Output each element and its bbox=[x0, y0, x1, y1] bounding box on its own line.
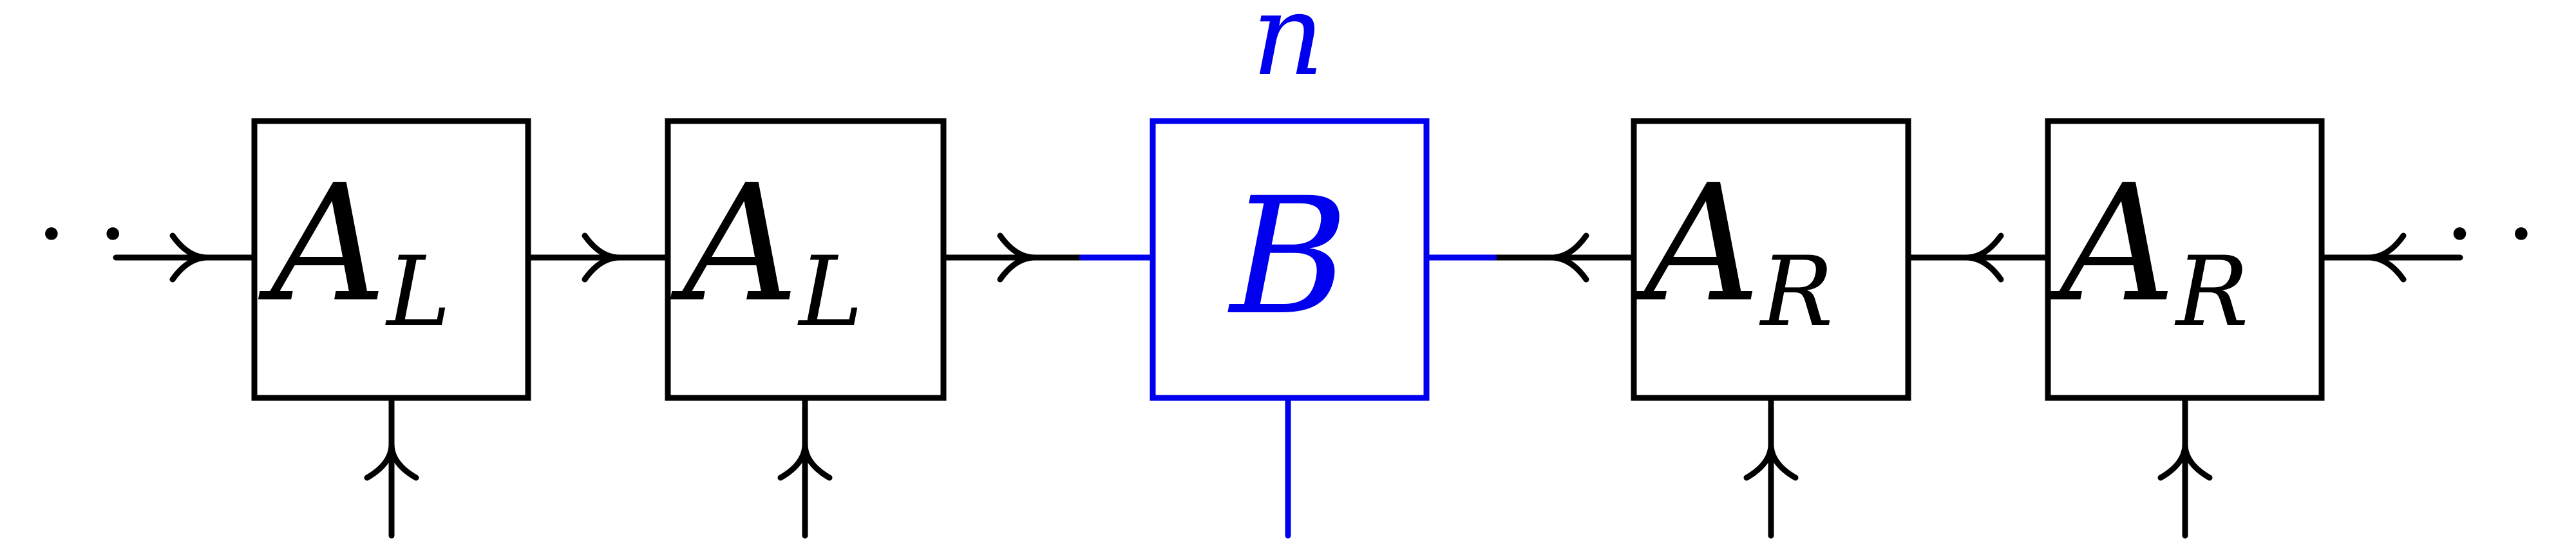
leg-arrowhead-ar2 bbox=[2157, 444, 2213, 481]
tensor-box-ar2 bbox=[2045, 118, 2325, 401]
leg-arrowhead-ar1 bbox=[1743, 444, 1799, 481]
arrowhead-left-3 bbox=[2368, 232, 2407, 283]
tensor-label-b: B bbox=[1227, 163, 1349, 350]
tensor-label-al2: AL bbox=[670, 150, 863, 348]
tensor-label-ar2: AR bbox=[2047, 150, 2249, 348]
tensor-box-al2 bbox=[665, 118, 947, 401]
right-ellipsis: · · · bbox=[2445, 178, 2576, 290]
tensor-box-b bbox=[1150, 118, 1430, 401]
leg-arrowhead-al1 bbox=[364, 444, 419, 481]
horizontal-arrowheads bbox=[169, 232, 2407, 283]
index-label: n bbox=[1252, 0, 1325, 101]
arrowhead-right-3 bbox=[997, 232, 1036, 283]
leg-arrowhead-al2 bbox=[777, 444, 833, 481]
left-ellipsis: · · · bbox=[0, 178, 128, 290]
tensor-label-al1: AL bbox=[258, 150, 451, 348]
tensor-box-ar1 bbox=[1631, 118, 1911, 401]
arrowhead-right-2 bbox=[582, 232, 620, 283]
tensor-box-al1 bbox=[251, 118, 531, 401]
arrowhead-left-2 bbox=[1965, 232, 2004, 283]
vertical-arrowheads bbox=[364, 444, 2213, 481]
physical-legs bbox=[388, 395, 2188, 539]
arrowhead-left-1 bbox=[1551, 232, 1589, 283]
arrowhead-right-1 bbox=[169, 232, 208, 283]
tensor-label-ar1: AR bbox=[1631, 150, 1833, 348]
